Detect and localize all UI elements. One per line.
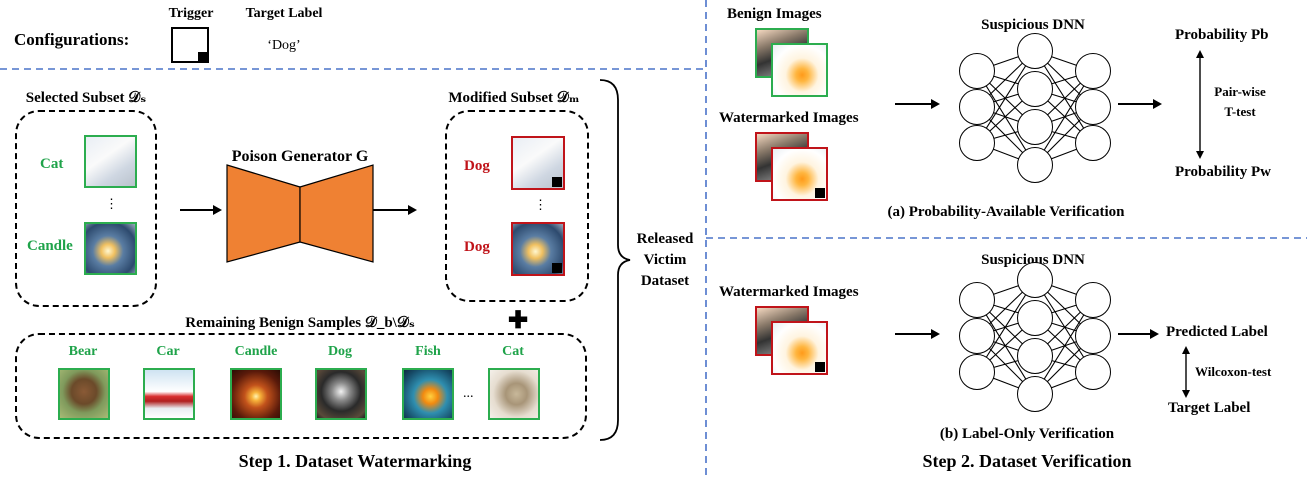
node-b-input-1 (959, 282, 995, 318)
remaining-samples-box (15, 333, 587, 439)
node-a-hidden-2 (1017, 71, 1053, 107)
node-b-hidden-3 (1017, 338, 1053, 374)
node-b-output-3 (1075, 354, 1111, 390)
trigger-pattern-icon (171, 27, 209, 63)
trigger-label: Trigger (168, 6, 214, 21)
remaining-label-cat: Cat (502, 344, 524, 359)
ellipsis-modified: ⋮ (534, 197, 547, 212)
node-a-output-3 (1075, 125, 1111, 161)
node-a-output-1 (1075, 53, 1111, 89)
node-a-input-3 (959, 125, 995, 161)
modified-item-dog-1: Dog (464, 158, 490, 174)
selected-item-candle: Candle (27, 238, 73, 254)
candle-flame-image (230, 368, 282, 420)
more-ellipsis: ... (463, 386, 474, 401)
dnn-title-a: Suspicious DNN (981, 17, 1085, 33)
node-b-input-3 (959, 354, 995, 390)
node-a-hidden-4 (1017, 147, 1053, 183)
caption-b: (b) Label-Only Verification (939, 426, 1115, 442)
selected-subset-title: Selected Subset 𝒟ₛ (25, 90, 147, 106)
probability-watermarked: Probability Pw (1175, 164, 1271, 180)
predicted-label: Predicted Label (1166, 324, 1268, 340)
node-a-input-1 (959, 53, 995, 89)
pairwise-label: Pair-wise (1214, 84, 1266, 99)
candle-image (84, 222, 137, 275)
node-b-hidden-2 (1017, 300, 1053, 336)
poison-generator-label: Poison Generator G (231, 148, 369, 165)
brace (599, 79, 631, 441)
poisoned-candle-image (511, 222, 565, 276)
released-line-1: Released (636, 231, 694, 247)
remaining-label-candle: Candle (234, 344, 278, 359)
modified-subset-title: Modified Subset 𝒟ₘ (448, 90, 580, 106)
fish-image (402, 368, 454, 420)
car-image (143, 368, 195, 420)
node-a-output-2 (1075, 89, 1111, 125)
configurations-label: Configurations: (14, 30, 130, 49)
plus-icon: ✚ (508, 308, 529, 334)
ttest-label: T-test (1224, 104, 1256, 119)
target-label-output: Target Label (1168, 400, 1251, 416)
remaining-label-bear: Bear (68, 344, 98, 359)
node-b-output-2 (1075, 318, 1111, 354)
selected-item-cat: Cat (40, 156, 64, 172)
wilcoxon-label: Wilcoxon-test (1195, 364, 1272, 379)
dnn-title-b: Suspicious DNN (981, 252, 1085, 268)
remaining-samples-title: Remaining Benign Samples 𝒟_b\𝒟ₛ (185, 315, 415, 331)
poisoned-cat-image (511, 136, 565, 190)
ellipsis-selected: ⋮ (105, 196, 118, 211)
benign-images-label: Benign Images (727, 6, 822, 22)
bear-image (58, 368, 110, 420)
caption-a: (a) Probability-Available Verification (887, 204, 1125, 220)
selected-subset-box (15, 110, 157, 307)
node-a-input-2 (959, 89, 995, 125)
kitten-image (488, 368, 540, 420)
modified-item-dog-2: Dog (464, 239, 490, 255)
benign-image-front (771, 43, 828, 97)
node-b-hidden-1 (1017, 262, 1053, 298)
modified-subset-box (445, 110, 589, 302)
dog-image (315, 368, 367, 420)
node-b-hidden-4 (1017, 376, 1053, 412)
remaining-label-dog: Dog (327, 344, 353, 359)
watermarked-image-front-b (771, 321, 828, 375)
target-label-value: ‘Dog’ (267, 38, 301, 53)
watermarked-image-front-a (771, 147, 828, 201)
probability-benign: Probability Pb (1175, 27, 1269, 43)
remaining-label-fish: Fish (415, 344, 441, 359)
step1-title: Step 1. Dataset Watermarking (238, 451, 472, 471)
watermarked-images-label-b: Watermarked Images (719, 284, 859, 300)
generator-decoder (299, 164, 374, 263)
generator-encoder (226, 164, 301, 263)
remaining-label-car: Car (156, 344, 180, 359)
node-b-output-1 (1075, 282, 1111, 318)
target-label-header: Target Label (245, 6, 323, 21)
step2-title: Step 2. Dataset Verification (922, 451, 1132, 471)
released-line-3: Dataset (640, 273, 690, 289)
released-line-2: Victim (643, 252, 687, 268)
watermarked-images-label-a: Watermarked Images (719, 110, 859, 126)
node-a-hidden-3 (1017, 109, 1053, 145)
cat-image (84, 135, 137, 188)
node-a-hidden-1 (1017, 33, 1053, 69)
node-b-input-2 (959, 318, 995, 354)
